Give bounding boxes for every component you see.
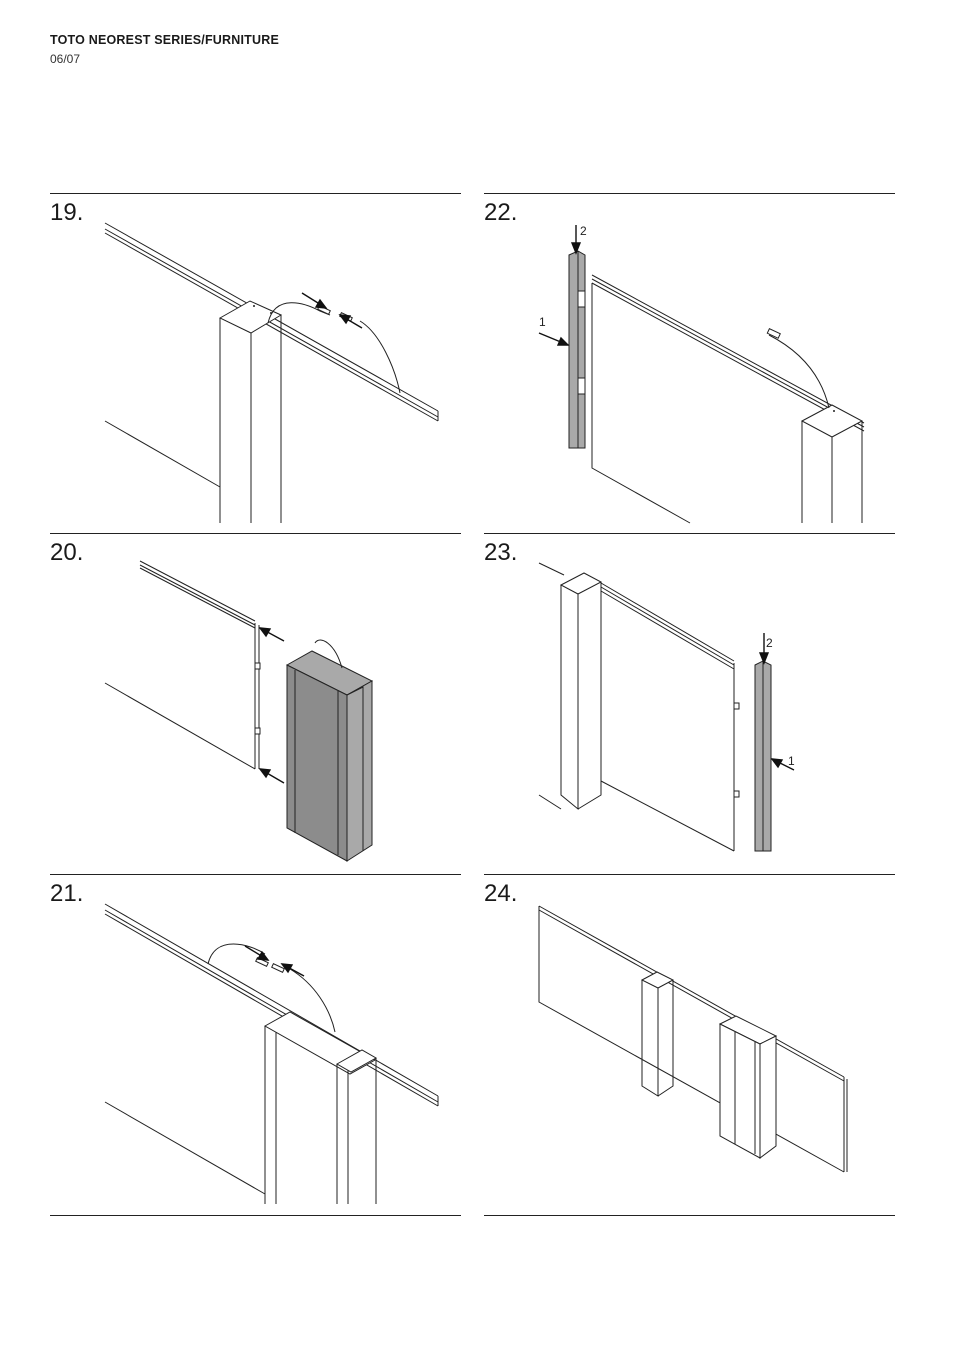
- step-number: 19.: [50, 199, 84, 226]
- step-20-panel: 20.: [50, 533, 461, 874]
- step-number: 23.: [484, 539, 518, 566]
- step-22-panel: 22. 2 1: [484, 193, 895, 533]
- label-1: 1: [539, 315, 546, 329]
- label-2: 2: [766, 636, 773, 650]
- step-20-illustration: [104, 560, 374, 862]
- page-number: 06/07: [50, 52, 81, 66]
- step-divider: [484, 874, 895, 875]
- step-number: 21.: [50, 880, 84, 907]
- step-21-illustration: [104, 903, 439, 1204]
- step-19-illustration: [104, 222, 439, 523]
- step-divider: [50, 874, 461, 875]
- step-23-illustration: 2 1: [538, 562, 795, 852]
- step-22-illustration: 2 1: [538, 224, 865, 524]
- step-24-illustration: [538, 905, 848, 1173]
- step-21-panel: 21.: [50, 874, 461, 1215]
- bottom-divider-right: [484, 1215, 895, 1216]
- step-19-panel: 19.: [50, 193, 461, 533]
- bottom-divider-left: [50, 1215, 461, 1216]
- label-2: 2: [580, 224, 587, 238]
- step-divider: [50, 193, 461, 194]
- step-number: 24.: [484, 880, 518, 907]
- step-divider: [484, 533, 895, 534]
- document-title: TOTO NEOREST SERIES/FURNITURE: [50, 33, 279, 47]
- label-1: 1: [788, 754, 795, 768]
- step-23-panel: 23. 2 1: [484, 533, 895, 874]
- step-number: 22.: [484, 199, 518, 226]
- step-divider: [484, 193, 895, 194]
- step-24-panel: 24.: [484, 874, 895, 1215]
- step-divider: [50, 533, 461, 534]
- step-number: 20.: [50, 539, 84, 566]
